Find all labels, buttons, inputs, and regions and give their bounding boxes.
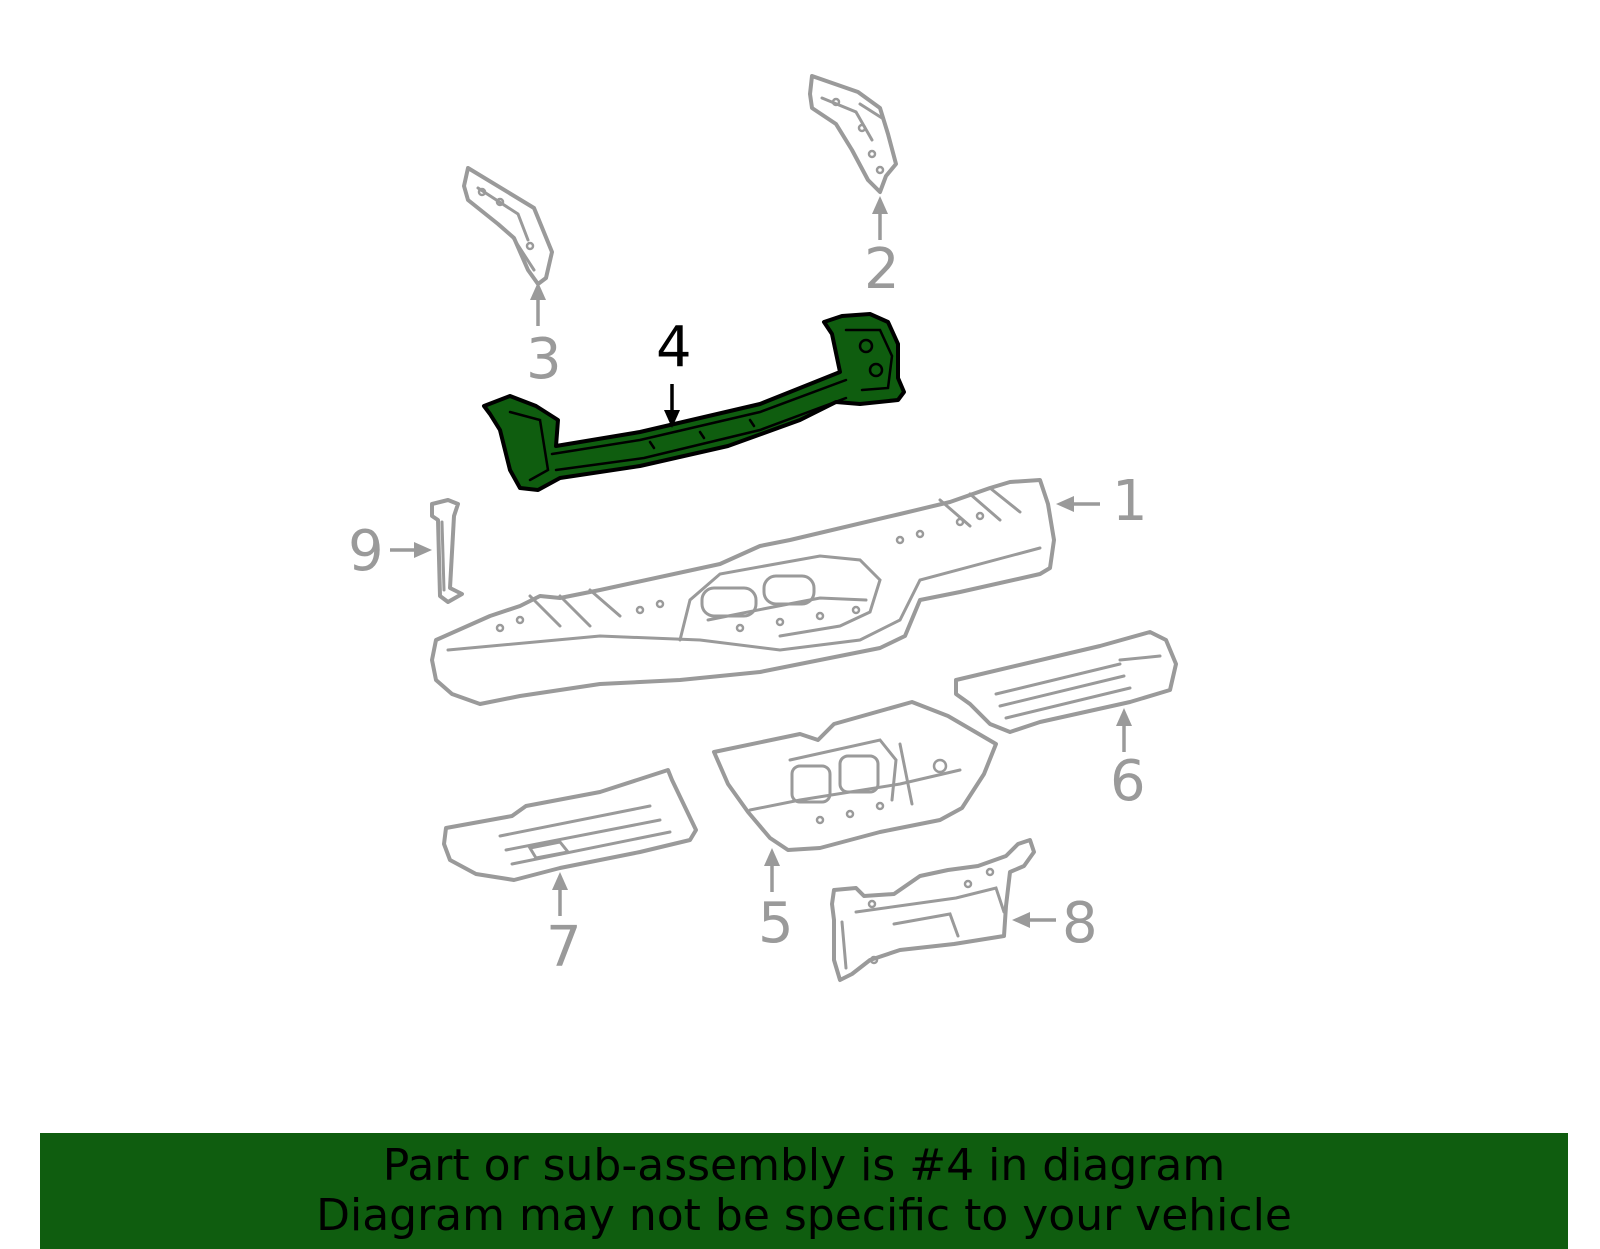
callout-arrows — [390, 196, 1132, 928]
callout-labels: 1 2 3 4 5 6 7 8 9 — [348, 237, 1148, 980]
callout-6[interactable]: 6 — [1110, 749, 1146, 814]
callout-1[interactable]: 1 — [1112, 469, 1148, 534]
callout-5[interactable]: 5 — [758, 891, 794, 956]
part-9-bracket[interactable] — [430, 498, 464, 604]
part-6-step-pad[interactable] — [954, 630, 1178, 734]
callout-9[interactable]: 9 — [348, 519, 384, 584]
callout-7[interactable]: 7 — [546, 915, 582, 980]
callout-8[interactable]: 8 — [1062, 891, 1098, 956]
part-5-step-pad[interactable] — [712, 700, 998, 852]
callout-3[interactable]: 3 — [526, 327, 562, 392]
part-7-step-pad[interactable] — [442, 768, 698, 882]
part-8-bracket[interactable] — [830, 838, 1036, 982]
part-1-bumper[interactable] — [430, 478, 1056, 706]
callout-2[interactable]: 2 — [864, 237, 900, 302]
banner-line-2: Diagram may not be specific to your vehi… — [316, 1190, 1292, 1241]
part-3-bracket[interactable] — [462, 166, 554, 286]
banner-line-1: Part or sub-assembly is #4 in diagram — [382, 1140, 1226, 1191]
part-4-reinforcement[interactable] — [482, 312, 906, 492]
info-banner: Part or sub-assembly is #4 in diagram Di… — [40, 1133, 1568, 1249]
callout-4[interactable]: 4 — [656, 315, 692, 380]
part-2-bracket[interactable] — [808, 74, 898, 194]
